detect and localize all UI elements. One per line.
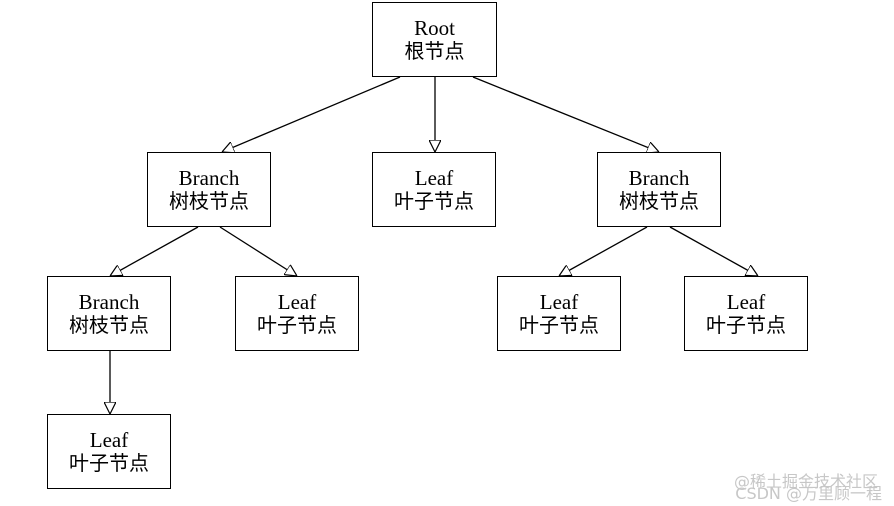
- leaf-node-middle-sublabel: 叶子节点: [394, 189, 474, 214]
- root-node: Root 根节点: [372, 2, 497, 77]
- branch-node-left-sublabel: 树枝节点: [169, 189, 249, 214]
- edge-branch-right-to-leaf-2: [669, 226, 758, 276]
- leaf-node-left-1-label: Leaf: [277, 289, 317, 314]
- leaf-node-right-2: Leaf 叶子节点: [684, 276, 808, 351]
- edge-root-to-branch-right: [472, 76, 659, 152]
- leaf-node-bottom: Leaf 叶子节点: [47, 414, 171, 489]
- branch-node-right-label: Branch: [628, 165, 690, 190]
- leaf-node-bottom-label: Leaf: [89, 427, 129, 452]
- edge-branch-left-to-branch: [110, 226, 199, 276]
- root-node-label: Root: [414, 15, 455, 40]
- leaf-node-right-2-sublabel: 叶子节点: [706, 313, 786, 338]
- leaf-node-right-1-sublabel: 叶子节点: [519, 313, 599, 338]
- branch-node-left-child: Branch 树枝节点: [47, 276, 171, 351]
- leaf-node-bottom-sublabel: 叶子节点: [69, 451, 149, 476]
- leaf-node-right-2-label: Leaf: [726, 289, 766, 314]
- branch-node-left-child-label: Branch: [78, 289, 140, 314]
- leaf-node-right-1: Leaf 叶子节点: [497, 276, 621, 351]
- watermark-juejin: @稀土掘金技术社区: [733, 472, 878, 491]
- leaf-node-left-1-sublabel: 叶子节点: [257, 313, 337, 338]
- edge-root-to-branch-left: [222, 76, 401, 152]
- leaf-node-left-1: Leaf 叶子节点: [235, 276, 359, 351]
- branch-node-right-sublabel: 树枝节点: [619, 189, 699, 214]
- leaf-node-middle: Leaf 叶子节点: [372, 152, 496, 227]
- branch-node-left: Branch 树枝节点: [147, 152, 271, 227]
- leaf-node-right-1-label: Leaf: [539, 289, 579, 314]
- branch-node-right: Branch 树枝节点: [597, 152, 721, 227]
- leaf-node-middle-label: Leaf: [414, 165, 454, 190]
- watermark-csdn: CSDN @万里顾一程: [735, 484, 882, 503]
- edge-branch-right-to-leaf-1: [559, 226, 648, 276]
- root-node-sublabel: 根节点: [404, 39, 465, 64]
- branch-node-left-child-sublabel: 树枝节点: [69, 313, 149, 338]
- edge-branch-left-to-leaf: [219, 226, 297, 276]
- branch-node-left-label: Branch: [178, 165, 240, 190]
